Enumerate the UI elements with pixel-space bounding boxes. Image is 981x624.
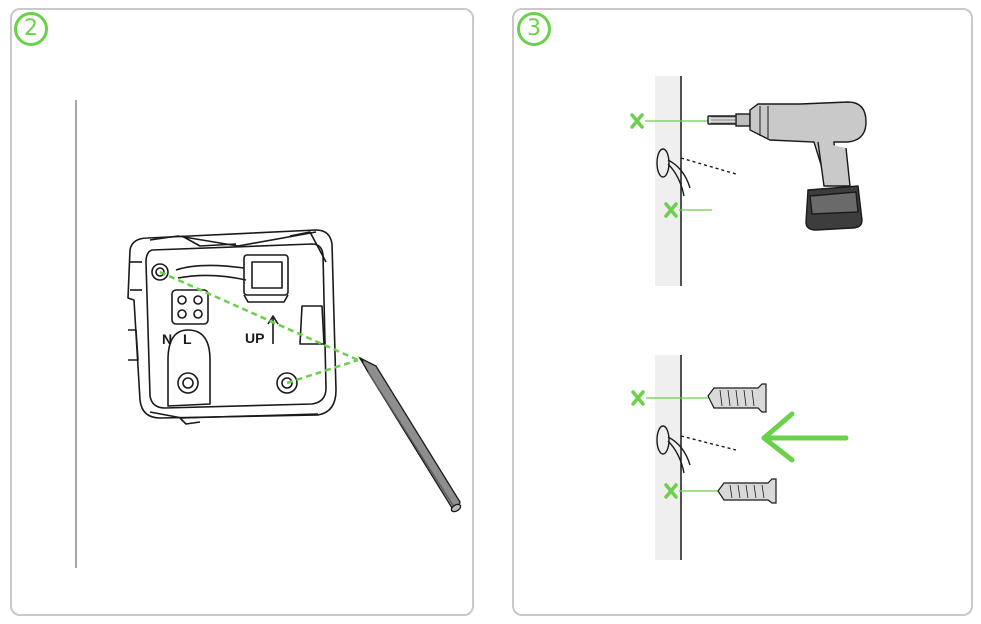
drill-icon [707,101,867,231]
step-2-badge: 2 [14,12,48,46]
drill-mark-x-icon [664,202,678,218]
cable-icon [656,148,737,197]
step-2-number: 2 [24,16,38,41]
wall-section-upper [655,76,682,286]
wall-mount-plate [127,229,337,425]
step-3-panel [512,8,973,616]
live-terminal-label: L [183,331,192,347]
neutral-terminal-label: N [162,331,172,347]
drill-mark-x-icon [631,390,645,406]
step-3-number: 3 [527,16,541,41]
wall-plug-icon [717,478,777,504]
wall-plug-icon [707,383,767,413]
step-3-badge: 3 [517,12,551,46]
drill-mark-x-icon [630,113,644,129]
orientation-label: UP [245,330,264,346]
pencil-icon [358,356,462,513]
wall-section-lower [655,355,682,560]
arrow-left-icon [761,411,849,463]
marking-guide-lines [159,270,359,385]
cable-icon [656,425,737,474]
drill-mark-x-icon [664,483,678,499]
